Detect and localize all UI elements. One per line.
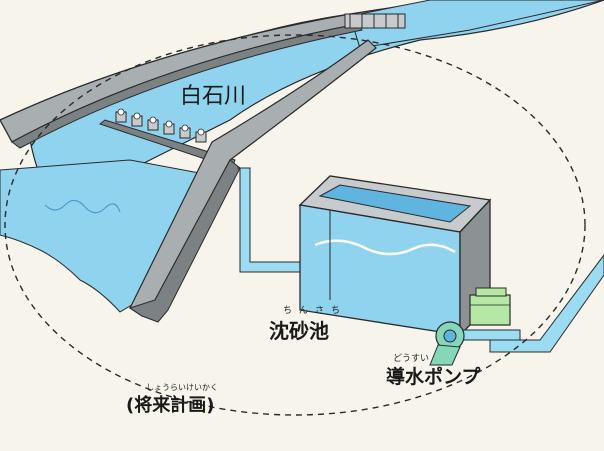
motor-icon [469,287,511,326]
future-plan-boundary [4,34,586,416]
future-plan-ruby: しょうらいけいかく [146,383,218,392]
river-lower [0,159,211,313]
pump-icon [429,321,465,366]
river-label: 白石川 [180,84,247,109]
top-bridge [344,13,406,29]
intake-gate-icon [115,111,207,143]
pump-label: 導水ポンプ [386,366,481,388]
channel-wall [129,39,377,317]
settling-basin-label: 沈砂池 [269,319,329,343]
intake-ledge [98,119,236,169]
river-waves [44,199,121,214]
future-plan-label: (将来計画) [126,395,215,416]
pump-ruby: どうすい [393,354,430,364]
basin-ruby: ちんさち [283,306,348,316]
discharge-pipe [489,254,604,353]
intake-pipe [237,167,301,273]
river-upper [349,0,604,49]
